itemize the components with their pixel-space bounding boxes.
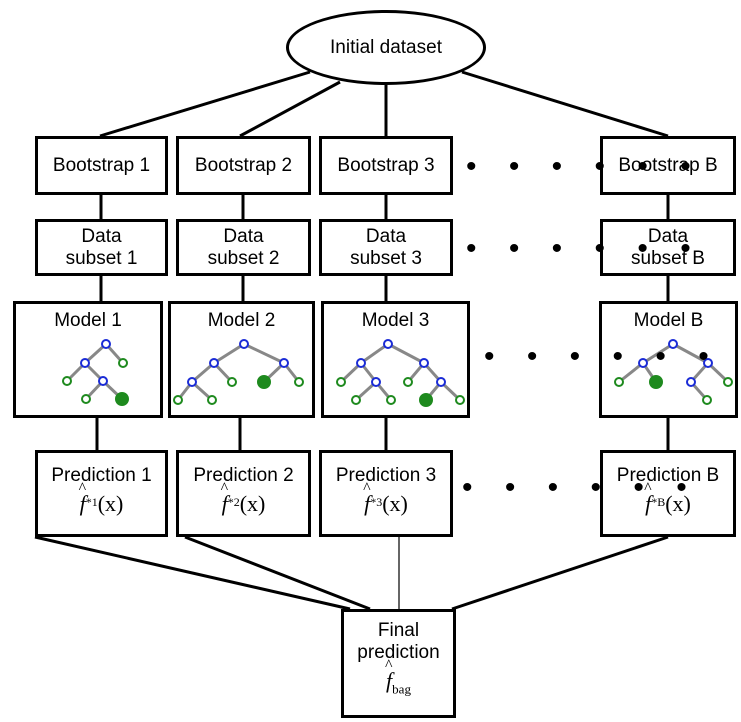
final-line1: Final — [377, 620, 420, 641]
x-argument: (x) — [665, 491, 691, 516]
decision-tree-icon — [613, 339, 733, 405]
data-subset-b-line1: Data — [647, 225, 689, 247]
data-subset-2-box: Data subset 2 — [176, 219, 311, 276]
final-subscript: bag — [392, 681, 411, 697]
prediction-3-formula: ^f*3(x) — [363, 480, 408, 516]
x-argument: (x) — [97, 491, 124, 516]
prediction-1-box: Prediction 1 ^f*1(x) — [35, 450, 168, 537]
prediction-1-label: Prediction 1 — [51, 465, 152, 486]
model-b-box: Model B — [599, 301, 738, 418]
f-symbol: f — [645, 491, 652, 516]
final-formula: ^fbag — [385, 657, 411, 700]
prediction-2-label: Prediction 2 — [193, 465, 294, 486]
ellipsis-subset-row: • • • • • • — [466, 232, 703, 265]
bootstrap-b-label: Bootstrap B — [618, 154, 718, 176]
model-1-box: Model 1 — [13, 301, 163, 418]
data-subset-1-line1: Data — [81, 225, 122, 247]
decision-tree-icon — [172, 339, 304, 405]
prediction-3-label: Prediction 3 — [335, 465, 437, 486]
initial-dataset-label: Initial dataset — [330, 36, 442, 58]
f-symbol: f — [79, 491, 86, 516]
bootstrap-1-box: Bootstrap 1 — [35, 136, 168, 195]
ellipsis-bootstrap-row: • • • • • • — [466, 150, 703, 183]
hat-accent: ^ — [644, 480, 652, 497]
data-subset-3-line1: Data — [365, 225, 407, 247]
x-argument: (x) — [382, 491, 408, 516]
model-1-label: Model 1 — [54, 310, 122, 331]
f-symbol: f — [364, 491, 371, 516]
data-subset-b-line2: subset B — [631, 247, 705, 269]
hat-accent: ^ — [78, 480, 87, 497]
initial-dataset-node: Initial dataset — [286, 10, 486, 85]
prediction-b-superscript: *B — [651, 495, 666, 509]
x-argument: (x) — [239, 491, 266, 516]
ellipsis-prediction-row: • • • • • • — [462, 471, 699, 504]
f-symbol: f — [386, 668, 393, 693]
ellipsis-model-row: • • • • • • — [484, 340, 721, 373]
bootstrap-2-label: Bootstrap 2 — [194, 154, 293, 176]
data-subset-2-line2: subset 2 — [207, 247, 280, 269]
prediction-2-superscript: *2 — [227, 495, 240, 509]
bootstrap-2-box: Bootstrap 2 — [176, 136, 311, 195]
data-subset-3-box: Data subset 3 — [319, 219, 453, 276]
bootstrap-3-box: Bootstrap 3 — [319, 136, 453, 195]
f-symbol: f — [221, 491, 228, 516]
hat-accent: ^ — [363, 480, 371, 497]
data-subset-3-line2: subset 3 — [350, 247, 422, 269]
final-prediction-box: Final prediction ^fbag — [341, 609, 456, 718]
bootstrap-3-label: Bootstrap 3 — [337, 154, 435, 176]
prediction-b-box: Prediction B ^f*B(x) — [600, 450, 736, 537]
decision-tree-icon — [335, 339, 465, 407]
model-b-label: Model B — [633, 310, 704, 331]
final-line2: prediction — [357, 642, 440, 663]
data-subset-1-box: Data subset 1 — [35, 219, 168, 276]
prediction-3-box: Prediction 3 ^f*3(x) — [319, 450, 453, 537]
model-3-box: Model 3 — [321, 301, 470, 418]
decision-tree-icon — [62, 339, 129, 406]
bootstrap-b-box: Bootstrap B — [600, 136, 736, 195]
hat-accent: ^ — [220, 480, 229, 497]
prediction-1-superscript: *1 — [85, 495, 98, 509]
model-3-label: Model 3 — [361, 310, 430, 331]
hat-accent: ^ — [385, 657, 393, 674]
data-subset-b-box: Data subset B — [600, 219, 736, 276]
prediction-b-formula: ^f*B(x) — [644, 480, 691, 516]
bootstrap-1-label: Bootstrap 1 — [52, 154, 151, 176]
data-subset-2-line1: Data — [223, 225, 264, 247]
data-subset-1-line2: subset 1 — [65, 247, 138, 269]
model-2-box: Model 2 — [168, 301, 315, 418]
prediction-3-superscript: *3 — [370, 495, 383, 509]
model-2-label: Model 2 — [207, 310, 276, 331]
prediction-2-box: Prediction 2 ^f*2(x) — [176, 450, 311, 537]
prediction-b-label: Prediction B — [616, 465, 720, 486]
prediction-2-formula: ^f*2(x) — [221, 480, 266, 516]
prediction-1-formula: ^f*1(x) — [79, 480, 124, 516]
